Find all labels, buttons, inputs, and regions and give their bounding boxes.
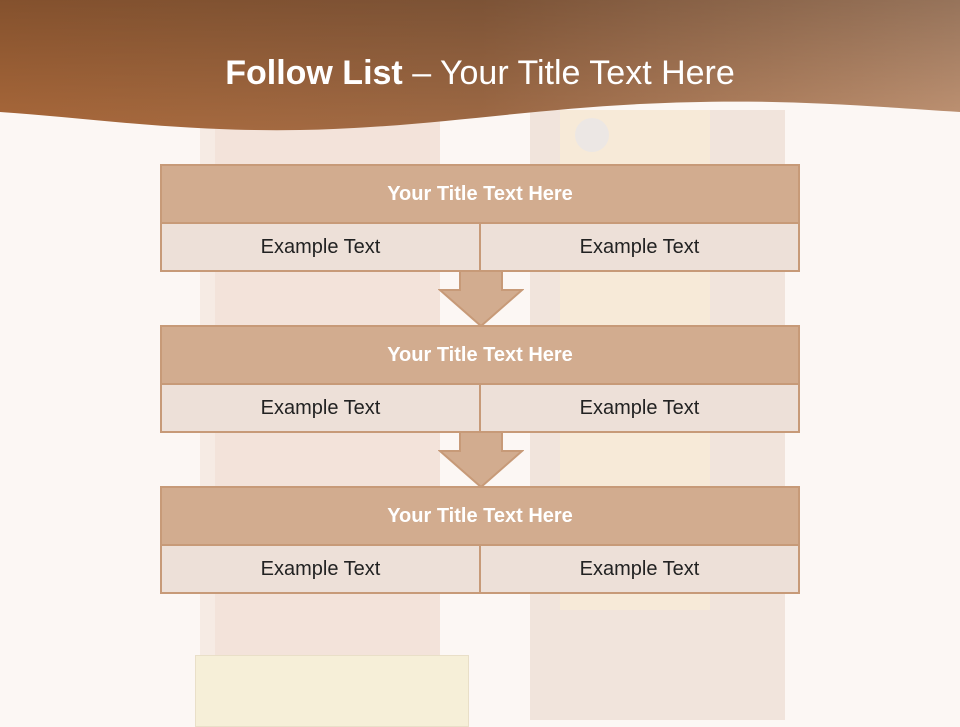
step-cell-left: Example Text <box>162 546 479 592</box>
page-title: Follow List – Your Title Text Here <box>0 54 960 93</box>
step-cell-left: Example Text <box>162 385 479 431</box>
step-cell-right: Example Text <box>481 385 798 431</box>
page-title-rest: – Your Title Text Here <box>402 54 735 92</box>
down-arrow-icon <box>438 270 524 328</box>
background-knob <box>575 118 609 152</box>
step-cell-right: Example Text <box>481 546 798 592</box>
step-cell-left: Example Text <box>162 224 479 270</box>
step-row: Example Text Example Text <box>162 224 798 270</box>
step-cell-right: Example Text <box>481 224 798 270</box>
step-row: Example Text Example Text <box>162 385 798 431</box>
down-arrow-icon <box>438 431 524 489</box>
step-box-1: Your Title Text Here Example Text Exampl… <box>160 164 800 272</box>
step-title: Your Title Text Here <box>162 327 798 383</box>
background-card <box>195 655 469 727</box>
step-box-2: Your Title Text Here Example Text Exampl… <box>160 325 800 433</box>
header-banner <box>0 0 960 131</box>
step-title: Your Title Text Here <box>162 488 798 544</box>
step-box-3: Your Title Text Here Example Text Exampl… <box>160 486 800 594</box>
step-title: Your Title Text Here <box>162 166 798 222</box>
page-title-bold: Follow List <box>225 54 403 92</box>
step-row: Example Text Example Text <box>162 546 798 592</box>
